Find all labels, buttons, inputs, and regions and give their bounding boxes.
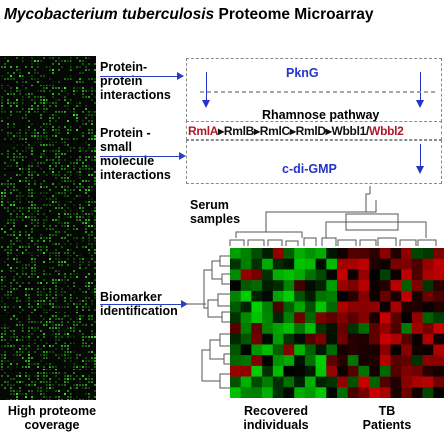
serum-label: Serum samples xyxy=(190,198,240,226)
biomarker-connector xyxy=(186,303,206,305)
pathway-segment: Wbbl2 xyxy=(369,124,404,138)
ppi-line-1: Protein- xyxy=(100,60,148,74)
biomarker-label: Biomarker identification xyxy=(100,290,178,318)
tb-label: TB Patients xyxy=(342,404,432,432)
recovered-line-2: individuals xyxy=(243,418,309,432)
recovered-line-1: Recovered xyxy=(244,404,308,418)
row-dendrogram xyxy=(201,255,230,389)
ppi-line-2: protein xyxy=(100,74,143,88)
psmi-arrow xyxy=(100,152,186,160)
biomarker-arrow xyxy=(100,300,188,308)
pathway-segment: ▸ xyxy=(289,124,296,138)
pathway-segment: RmlA xyxy=(188,124,219,138)
heatmap xyxy=(230,248,444,398)
pkng-arrow-right xyxy=(416,72,424,108)
ppi-arrow xyxy=(100,72,184,80)
pathway-box xyxy=(186,120,442,140)
psmi-line-3: molecule xyxy=(100,154,155,168)
pkng-label: PknG xyxy=(286,66,319,80)
cdigmp-arrow xyxy=(416,144,424,174)
pathway-segment: ▸ xyxy=(254,124,260,138)
pathway-segment: RmlD xyxy=(295,124,326,138)
pathway-segment: ▸ xyxy=(325,124,332,138)
microarray-image xyxy=(0,56,96,400)
pkng-arrow-left xyxy=(202,72,210,108)
title-organism: Mycobacterium tuberculosis xyxy=(4,6,215,23)
pkng-dashed-line xyxy=(200,91,436,93)
ppi-label: Protein- protein interactions xyxy=(100,60,171,102)
psmi-box xyxy=(186,140,442,184)
pathway-segment: Wbbl1 xyxy=(331,124,367,138)
column-dendrogram xyxy=(229,186,437,246)
ppi-line-3: interactions xyxy=(100,88,171,102)
rhamnose-label: Rhamnose pathway xyxy=(262,108,380,122)
pathway-segment: RmlB xyxy=(223,124,255,138)
figure-title: Mycobacterium tuberculosis Proteome Micr… xyxy=(4,6,444,24)
psmi-label: Protein - small molecule interactions xyxy=(100,126,171,182)
ppi-box xyxy=(186,58,442,122)
serum-line-2: samples xyxy=(190,212,241,226)
serum-line-1: Serum xyxy=(190,198,229,212)
recovered-label: Recovered individuals xyxy=(232,404,320,432)
biomarker-line-2: identification xyxy=(100,304,178,318)
tb-line-1: TB xyxy=(378,404,396,418)
cdigmp-label: c-di-GMP xyxy=(282,162,337,176)
biomarker-line-1: Biomarker xyxy=(100,290,162,304)
rhamnose-pathway: RmlA▸RmlB▸RmlC▸RmlD▸Wbbl1/Wbbl2 xyxy=(188,124,404,138)
coverage-line-1: High proteome xyxy=(7,404,97,418)
title-rest: Proteome Microarray xyxy=(214,6,374,23)
pathway-segment: ▸ xyxy=(218,124,224,138)
psmi-line-4: interactions xyxy=(100,168,171,182)
pathway-segment: RmlC xyxy=(259,124,290,138)
coverage-label: High proteome coverage xyxy=(4,404,100,432)
tb-line-2: Patients xyxy=(362,418,412,432)
pathway-segment: / xyxy=(366,124,370,138)
psmi-line-1: Protein - xyxy=(100,126,151,140)
psmi-line-2: small xyxy=(100,140,132,154)
coverage-line-2: coverage xyxy=(24,418,80,432)
